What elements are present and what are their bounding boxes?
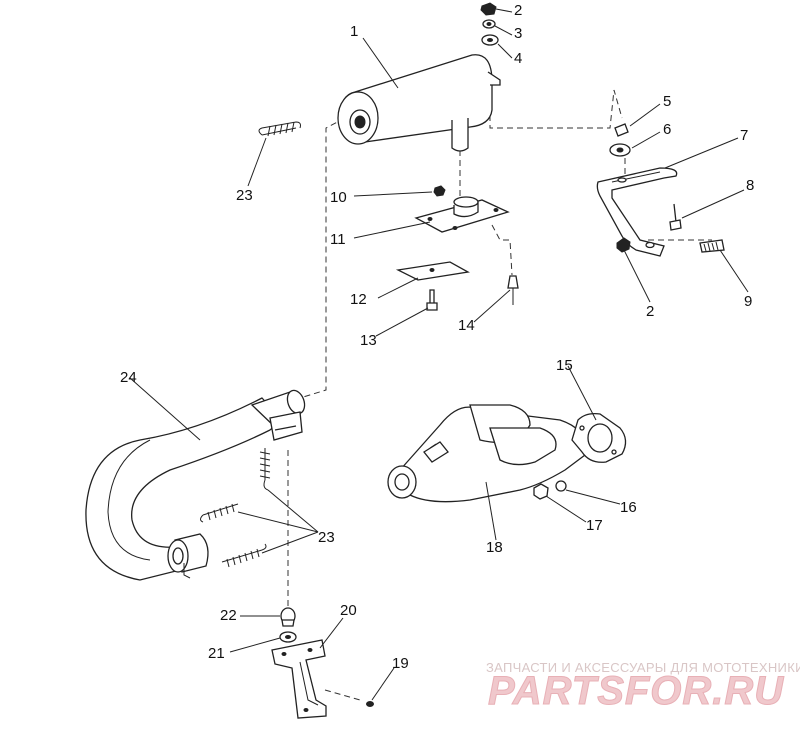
callout-22: 22: [220, 607, 237, 624]
callout-7: 7: [740, 127, 748, 144]
callout-6: 6: [663, 121, 671, 138]
callout-labels: 1 2 3 4 5 6 7 8 2 9 10 11 12 13 14 23 24…: [120, 2, 754, 672]
callout-10: 10: [330, 189, 347, 206]
callout-19: 19: [392, 655, 409, 672]
mount-plate-assembly: [395, 185, 519, 311]
callout-2-bracket: 2: [646, 303, 654, 320]
callout-8: 8: [746, 177, 754, 194]
leader-lines: [129, 8, 749, 701]
exhaust-manifold-18: [387, 404, 627, 503]
lower-bracket-assembly-20: [271, 607, 374, 719]
watermark-tagline: ЗАПЧАСТИ И АКСЕССУАРЫ ДЛЯ МОТОТЕХНИКИ: [486, 660, 800, 675]
spring-23-top: [258, 121, 301, 137]
expansion-chamber-24: [85, 389, 306, 581]
callout-18: 18: [486, 539, 503, 556]
callout-5: 5: [663, 93, 671, 110]
callout-2-top: 2: [514, 2, 522, 19]
callout-13: 13: [360, 332, 377, 349]
callout-4: 4: [514, 50, 522, 67]
watermark: ЗАПЧАСТИ И АКСЕССУАРЫ ДЛЯ МОТОТЕХНИКИ PA…: [486, 660, 800, 714]
callout-15: 15: [556, 357, 573, 374]
callout-9: 9: [744, 293, 752, 310]
watermark-logo: PARTSFOR.RU: [488, 669, 784, 713]
assembly-guide-lines: [287, 89, 712, 701]
callout-1: 1: [350, 23, 358, 40]
hardware-stack-2-3-4: [480, 2, 499, 46]
callout-23-lower: 23: [318, 529, 335, 546]
callout-17: 17: [586, 517, 603, 534]
callout-14: 14: [458, 317, 475, 334]
callout-12: 12: [350, 291, 367, 308]
callout-23-top: 23: [236, 187, 253, 204]
callout-16: 16: [620, 499, 637, 516]
callout-20: 20: [340, 602, 357, 619]
callout-21: 21: [208, 645, 225, 662]
callout-24: 24: [120, 369, 137, 386]
springs-23-lower: [200, 448, 271, 568]
muffler-part-1: [337, 54, 501, 152]
callout-3: 3: [514, 25, 522, 42]
bracket-assembly-7: [596, 123, 725, 257]
callout-11: 11: [330, 231, 346, 248]
